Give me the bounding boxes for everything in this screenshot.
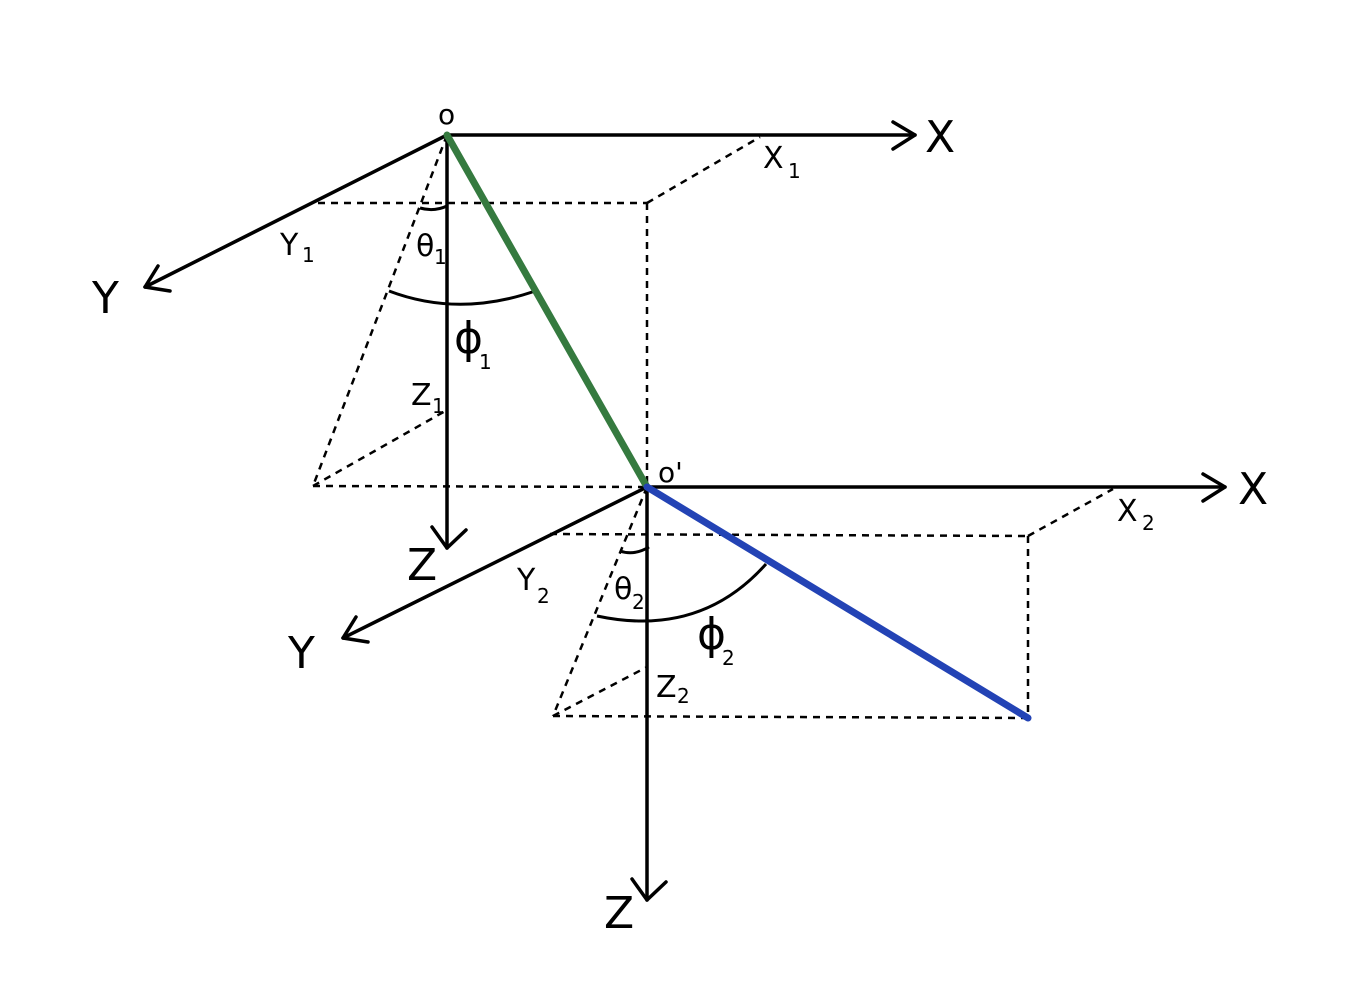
x1-label-main: X — [763, 141, 784, 176]
frame-1-construction — [311, 134, 761, 489]
y-axis-2-label: Y — [287, 628, 315, 679]
y1-label: Y 1 — [279, 228, 315, 267]
dashed-line — [311, 134, 449, 487]
dashed-line — [312, 484, 648, 489]
z-axis-2-arrowhead — [630, 877, 668, 902]
frame-1-axes — [143, 120, 917, 550]
y1-label-sub: 1 — [302, 243, 315, 267]
y-axis-2 — [341, 485, 649, 640]
x-axis-1-arrowhead — [891, 120, 917, 151]
dashed-line — [312, 408, 448, 488]
x2-label-sub: 2 — [1142, 511, 1155, 535]
phi2-label-main: ϕ — [697, 609, 726, 660]
x1-label-sub: 1 — [788, 159, 801, 183]
theta1-label-sub: 1 — [434, 245, 447, 269]
z-axis-2-label: Z — [604, 888, 634, 939]
z1-label-sub: 1 — [432, 394, 445, 418]
theta2-label-sub: 2 — [632, 590, 645, 614]
phi-1-arc — [388, 288, 539, 306]
link-2 — [643, 483, 1032, 722]
frame-2-axes — [341, 472, 1227, 902]
dashed-line — [646, 135, 761, 205]
x-axis-2-label: X — [1238, 464, 1268, 515]
dashed-line — [552, 665, 648, 718]
origin-1-label: o — [438, 98, 455, 131]
z2-label: Z 2 — [656, 670, 690, 708]
y2-label: Y 2 — [516, 563, 550, 608]
y-axis-2-arrowhead — [341, 615, 370, 644]
phi1-label-main: ϕ — [454, 313, 483, 364]
x-axis-1-label: X — [925, 112, 955, 163]
phi2-label: ϕ 2 — [697, 609, 735, 670]
dashed-line — [551, 486, 649, 717]
x2-label: X 2 — [1117, 494, 1155, 535]
y-axis-1 — [143, 133, 449, 289]
origin-2-label: o' — [658, 456, 683, 489]
z2-label-main: Z — [656, 670, 677, 705]
z-axis-1-label: Z — [407, 540, 437, 591]
frame-2-construction — [549, 486, 1114, 720]
phi1-label-sub: 1 — [479, 350, 492, 374]
theta-1-arc — [419, 204, 448, 212]
theta2-label-main: θ — [614, 572, 632, 607]
x-axis-2-arrowhead — [1201, 472, 1227, 503]
y2-label-sub: 2 — [537, 584, 550, 608]
theta-2-arc — [619, 545, 650, 555]
z-axis-1-arrowhead — [430, 525, 468, 550]
y-axis-1-arrowhead — [143, 264, 172, 293]
z1-label-main: Z — [411, 378, 432, 413]
z2-label-sub: 2 — [677, 684, 690, 708]
z1-label: Z 1 — [411, 378, 445, 418]
phi2-label-sub: 2 — [722, 646, 735, 670]
x2-label-main: X — [1117, 494, 1138, 529]
x1-label: X 1 — [763, 141, 801, 183]
theta1-label: θ 1 — [416, 229, 447, 269]
phi1-label: ϕ 1 — [454, 313, 492, 374]
link-1 — [443, 131, 651, 491]
phi-2-arc — [596, 563, 768, 623]
dashed-line — [1027, 487, 1114, 538]
theta2-label: θ 2 — [614, 572, 645, 614]
y-axis-1-label: Y — [91, 273, 119, 324]
dashed-line — [552, 714, 1029, 720]
theta1-label-main: θ — [416, 229, 434, 264]
y1-label-main: Y — [279, 228, 299, 263]
y2-label-main: Y — [516, 563, 536, 598]
dashed-line — [549, 532, 1029, 538]
